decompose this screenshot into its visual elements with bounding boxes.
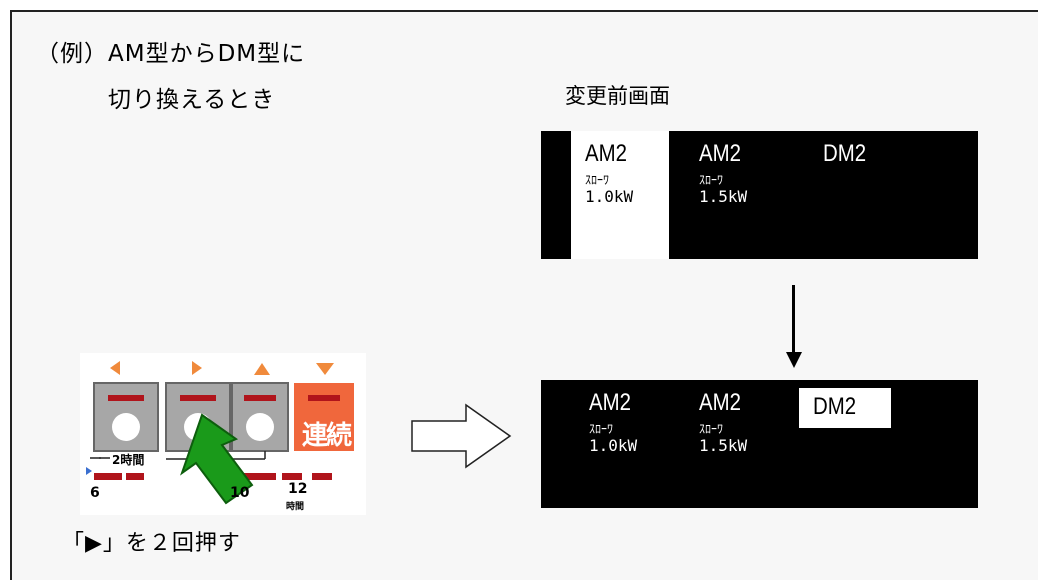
before-screen-label: 変更前画面 <box>565 84 670 108</box>
sub-label: ｽﾛｰﾜ <box>585 173 610 187</box>
display-cell-dm2-selected: DM2 <box>799 388 891 428</box>
down-triangle-icon <box>316 363 334 375</box>
right-triangle-icon <box>192 361 202 375</box>
scale-label-10: 10 <box>230 485 250 501</box>
sub-label: ｽﾛｰﾜ <box>699 173 724 187</box>
display-after: AM2 ｽﾛｰﾜ 1.0kW AM2 ｽﾛｰﾜ 1.5kW DM2 <box>541 380 978 508</box>
display-cell-am2-2: AM2 ｽﾛｰﾜ 1.5kW <box>669 131 789 259</box>
heading-line-1: （例）AM型からDM型に <box>36 41 306 67</box>
down-arrow-head-icon <box>786 352 802 368</box>
display-cell-am2-1-selected: AM2 ｽﾛｰﾜ 1.0kW <box>571 131 669 259</box>
kw-label: 1.0kW <box>585 187 634 206</box>
kw-label: 1.5kW <box>699 436 748 455</box>
scale-label-6: 6 <box>90 485 100 501</box>
display-cell-am2-2: AM2 ｽﾛｰﾜ 1.5kW <box>669 380 789 508</box>
up-triangle-icon <box>254 363 270 375</box>
model-label: DM2 <box>813 393 857 420</box>
kw-label: 1.5kW <box>699 187 748 206</box>
heading-line-2: 切り換えるとき <box>108 87 276 113</box>
control-panel-image: 連続 2時間 6 10 12 時間 <box>80 353 366 515</box>
sub-label: ｽﾛｰﾜ <box>589 422 614 436</box>
model-label: AM2 <box>699 140 741 167</box>
down-arrow <box>792 285 795 355</box>
two-hours-label: 2時間 <box>112 453 145 467</box>
control-panel-drawing <box>86 361 354 505</box>
model-label: AM2 <box>589 389 631 416</box>
continuous-label: 連続 <box>301 421 352 451</box>
instruction-caption: 「▶」を２回押す <box>62 531 241 556</box>
left-triangle-icon <box>110 361 120 375</box>
display-cell-dm2: DM2 <box>789 131 899 191</box>
display-cell-am2-1: AM2 ｽﾛｰﾜ 1.0kW <box>571 380 669 508</box>
green-press-arrow-icon <box>180 413 254 505</box>
right-outline-arrow-icon <box>411 403 512 469</box>
model-label: DM2 <box>823 140 867 167</box>
display-before: AM2 ｽﾛｰﾜ 1.0kW AM2 ｽﾛｰﾜ 1.5kW DM2 <box>541 131 978 259</box>
scale-label-hours: 時間 <box>286 502 305 512</box>
model-label: AM2 <box>585 140 627 167</box>
scale-label-12: 12 <box>288 481 308 497</box>
sub-label: ｽﾛｰﾜ <box>699 422 724 436</box>
kw-label: 1.0kW <box>589 436 638 455</box>
model-label: AM2 <box>699 389 741 416</box>
